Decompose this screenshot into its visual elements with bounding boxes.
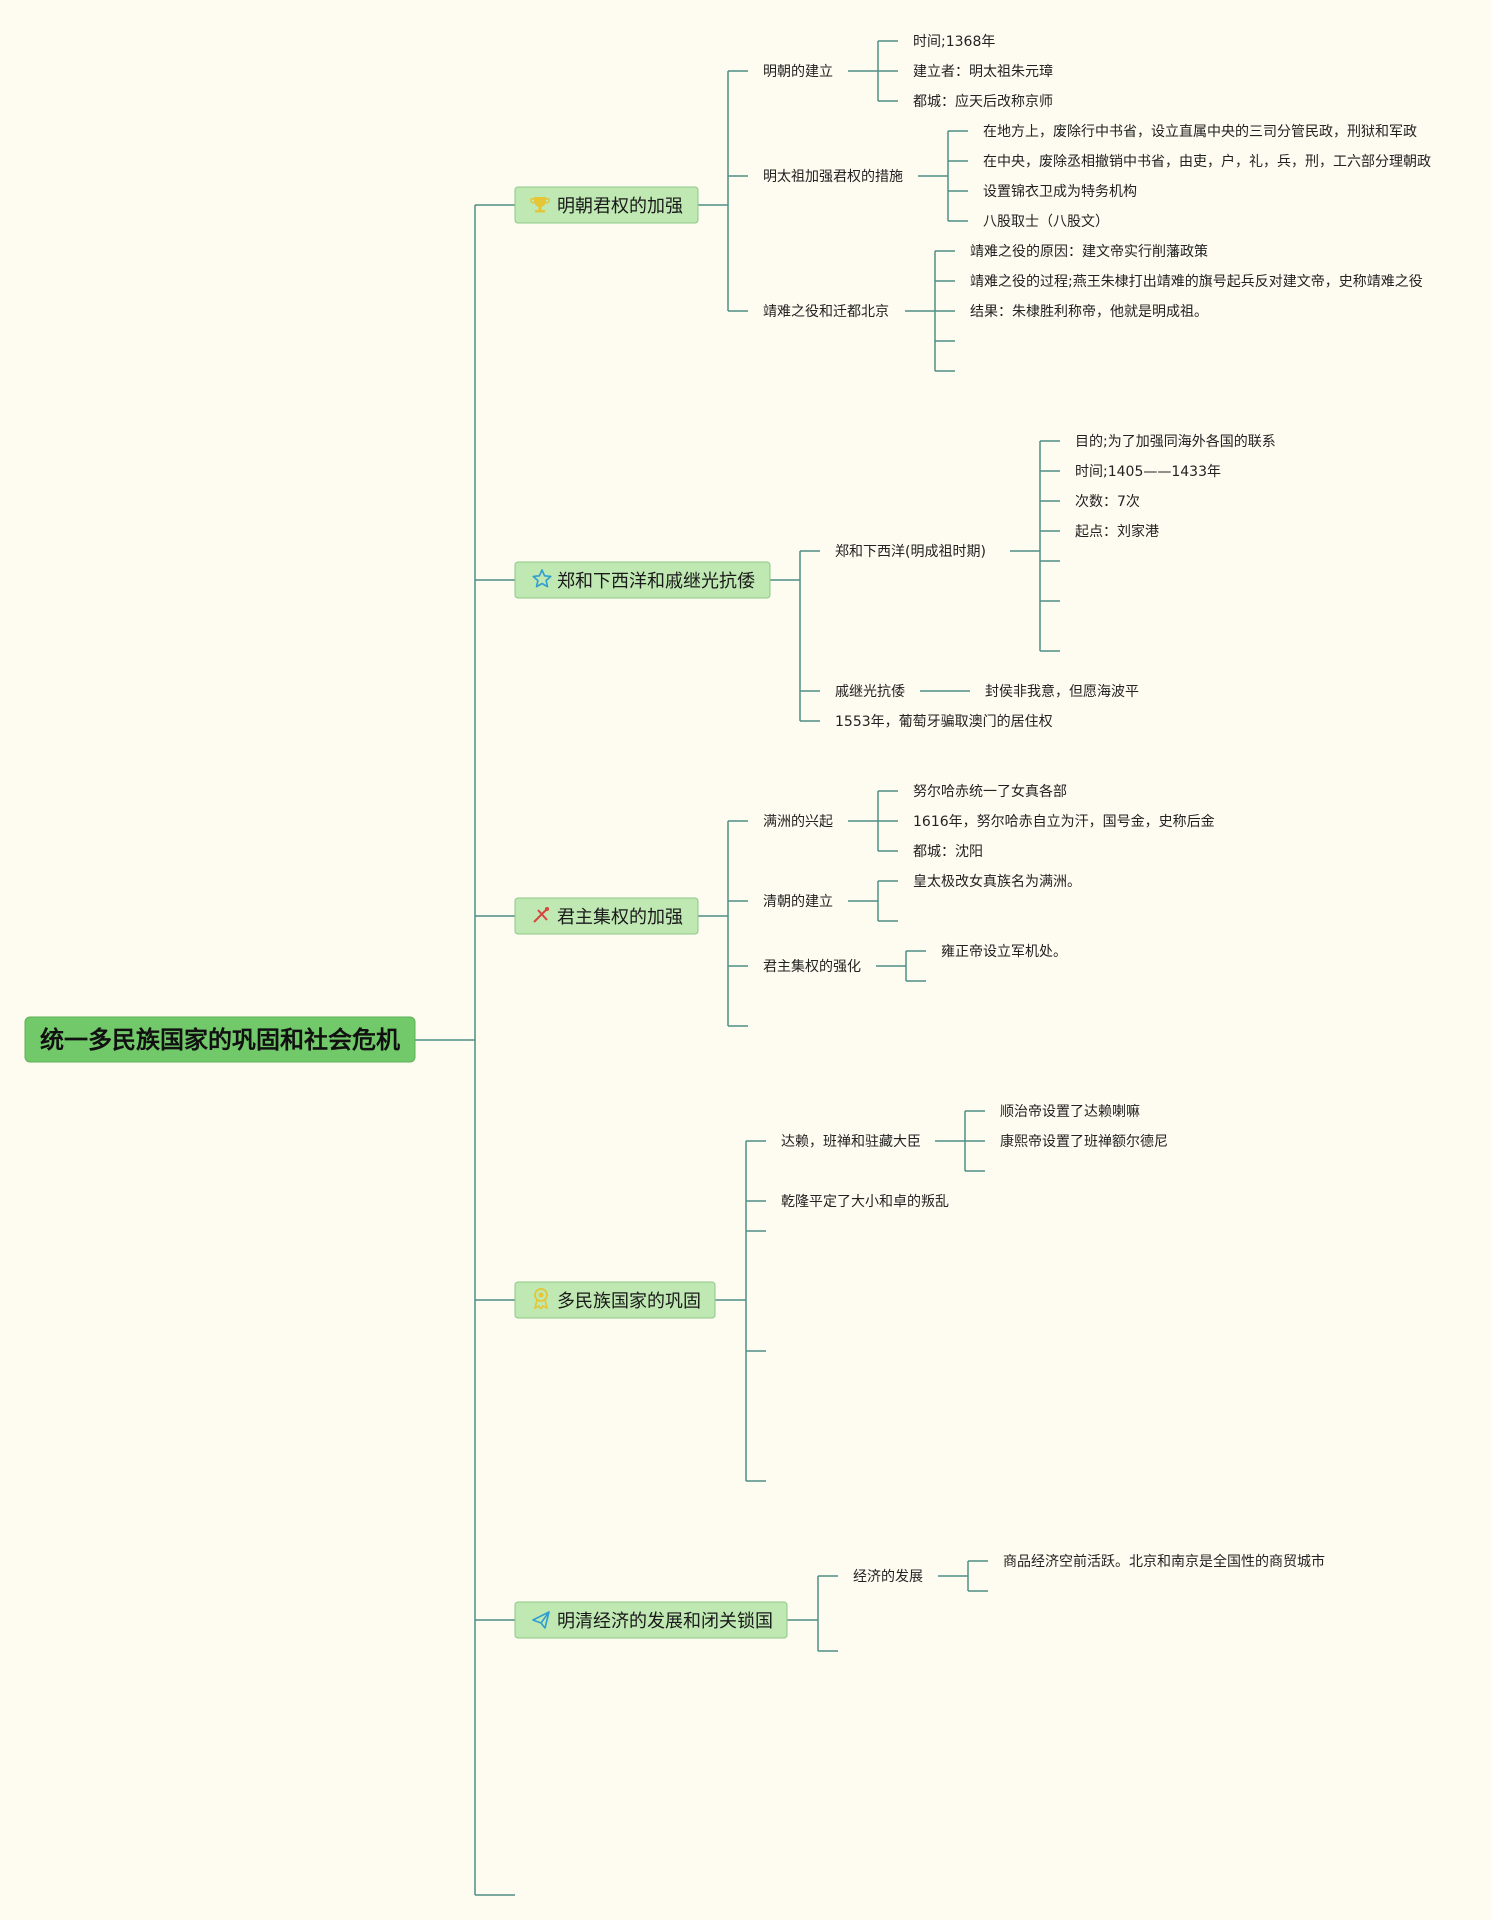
award-icon: [533, 1288, 549, 1310]
branch-node-economy[interactable]: 明清经济的发展和闭关锁国: [514, 1601, 788, 1639]
branch-node-monarch-power[interactable]: 君主集权的加强: [514, 897, 699, 935]
leaf-label[interactable]: 商品经济空前活跃。北京和南京是全国性的商贸城市: [1003, 1553, 1325, 1570]
branch-label: 郑和下西洋和戚继光抗倭: [557, 571, 755, 592]
connectors: [415, 40, 1060, 1896]
leaf-label[interactable]: 康熙帝设置了班禅额尔德尼: [1000, 1133, 1168, 1150]
sub-label[interactable]: 明朝的建立: [763, 64, 833, 80]
leaf-label[interactable]: 顺治帝设置了达赖喇嘛: [1000, 1104, 1140, 1120]
leaf-label[interactable]: 时间;1405——1433年: [1075, 464, 1221, 480]
leaf-label[interactable]: 皇太极改女真族名为满洲。: [913, 873, 1081, 890]
sub-label[interactable]: 靖难之役和迁都北京: [763, 304, 889, 320]
sub-label[interactable]: 明太祖加强君权的措施: [763, 169, 903, 185]
branch-label: 明朝君权的加强: [557, 196, 683, 217]
leaf-label[interactable]: 目的;为了加强同海外各国的联系: [1075, 434, 1276, 450]
leaf-label[interactable]: 都城：应天后改称京师: [913, 93, 1053, 110]
sub-label[interactable]: 清朝的建立: [763, 894, 833, 910]
sub-label[interactable]: 经济的发展: [853, 1569, 923, 1585]
leaf-label[interactable]: 靖难之役的原因：建文帝实行削藩政策: [970, 243, 1208, 260]
branch-node-multiethnic[interactable]: 多民族国家的巩固: [514, 1281, 716, 1319]
branch-node-ming-power[interactable]: 明朝君权的加强: [514, 186, 699, 224]
leaf-label[interactable]: 1616年，努尔哈赤自立为汗，国号金，史称后金: [913, 814, 1215, 830]
trophy-icon: [530, 197, 550, 213]
leaf-label[interactable]: 努尔哈赤统一了女真各部: [913, 783, 1067, 800]
leaf-label[interactable]: 封侯非我意，但愿海波平: [985, 683, 1139, 700]
sub-label[interactable]: 满洲的兴起: [763, 814, 833, 830]
leaf-label[interactable]: 建立者：明太祖朱元璋: [913, 64, 1053, 80]
leaf-label[interactable]: 设置锦衣卫成为特务机构: [983, 183, 1137, 200]
sub-label[interactable]: 达赖，班禅和驻藏大臣: [781, 1134, 921, 1150]
leaf-label[interactable]: 次数：7次: [1075, 494, 1140, 510]
star-icon: [532, 569, 552, 588]
paper-plane-icon: [532, 1611, 550, 1629]
sub-label[interactable]: 戚继光抗倭: [835, 684, 905, 700]
leaf-label[interactable]: 结果：朱棣胜利称帝，他就是明成祖。: [970, 304, 1208, 320]
leaf-label[interactable]: 八股取士（八股文）: [983, 214, 1109, 230]
leaf-label[interactable]: 都城：沈阳: [913, 844, 983, 860]
leaf-label[interactable]: 时间;1368年: [913, 34, 995, 50]
branch-node-zhenghe[interactable]: 郑和下西洋和戚继光抗倭: [514, 561, 771, 599]
sub-label[interactable]: 1553年，葡萄牙骗取澳门的居住权: [835, 714, 1053, 730]
leaf-label[interactable]: 起点：刘家港: [1075, 523, 1159, 540]
leaf-label[interactable]: 靖难之役的过程;燕王朱棣打出靖难的旗号起兵反对建文帝，史称靖难之役: [970, 273, 1423, 290]
sub-label[interactable]: 君主集权的强化: [763, 958, 861, 975]
branch-label: 明清经济的发展和闭关锁国: [557, 1611, 773, 1632]
root-node[interactable]: 统一多民族国家的巩固和社会危机: [24, 1016, 416, 1063]
leaf-label[interactable]: 在地方上，废除行中书省，设立直属中央的三司分管民政，刑狱和军政: [983, 123, 1417, 140]
leaf-label[interactable]: 在中央，废除丞相撤销中书省，由吏，户，礼，兵，刑，工六部分理朝政: [983, 153, 1431, 170]
branch-label: 君主集权的加强: [557, 907, 683, 928]
sub-label[interactable]: 乾隆平定了大小和卓的叛乱: [781, 1194, 949, 1210]
tools-icon: [533, 907, 549, 923]
leaf-label[interactable]: 雍正帝设立军机处。: [941, 944, 1067, 960]
branch-label: 多民族国家的巩固: [557, 1291, 701, 1312]
sub-label[interactable]: 郑和下西洋(明成祖时期): [835, 544, 986, 560]
root-label: 统一多民族国家的巩固和社会危机: [40, 1026, 400, 1054]
